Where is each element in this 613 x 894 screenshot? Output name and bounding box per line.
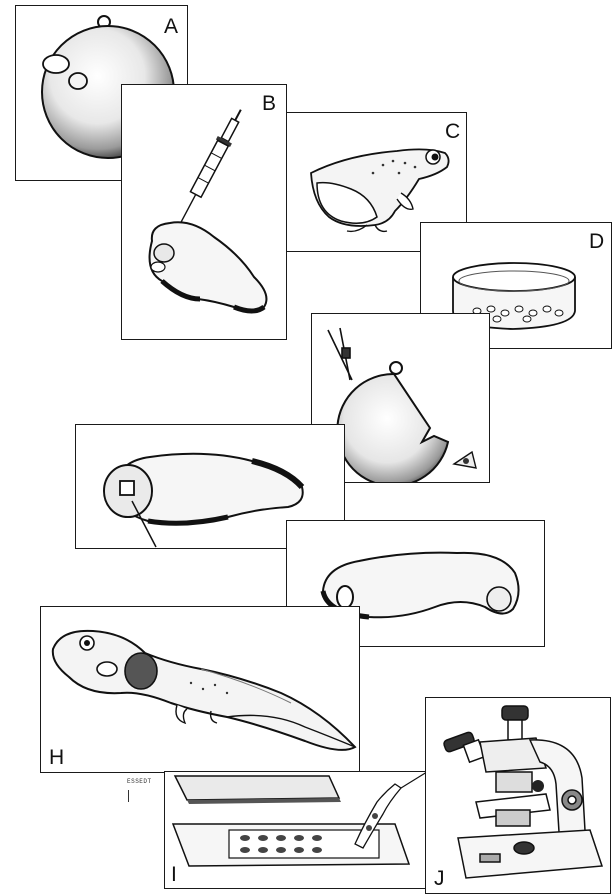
panel-label: A (164, 16, 178, 37)
panel-label: H (49, 747, 64, 768)
panel-label: J (434, 868, 445, 889)
panel-label: C (445, 121, 460, 142)
tadpole-illustration (41, 607, 360, 773)
artist-signature: ESSEDT (127, 778, 152, 785)
panel-label: D (589, 231, 604, 252)
panel-h: H (40, 606, 360, 773)
panel-b: B (121, 84, 287, 340)
panel-label: B (262, 93, 276, 114)
panel-i: I (164, 771, 426, 889)
signature-stroke (128, 790, 129, 802)
microscope-slides-illustration (165, 772, 426, 889)
panel-j: J (425, 697, 611, 894)
panel-label: I (171, 864, 177, 885)
microscope-illustration (426, 698, 611, 894)
syringe-illustration (122, 85, 287, 340)
